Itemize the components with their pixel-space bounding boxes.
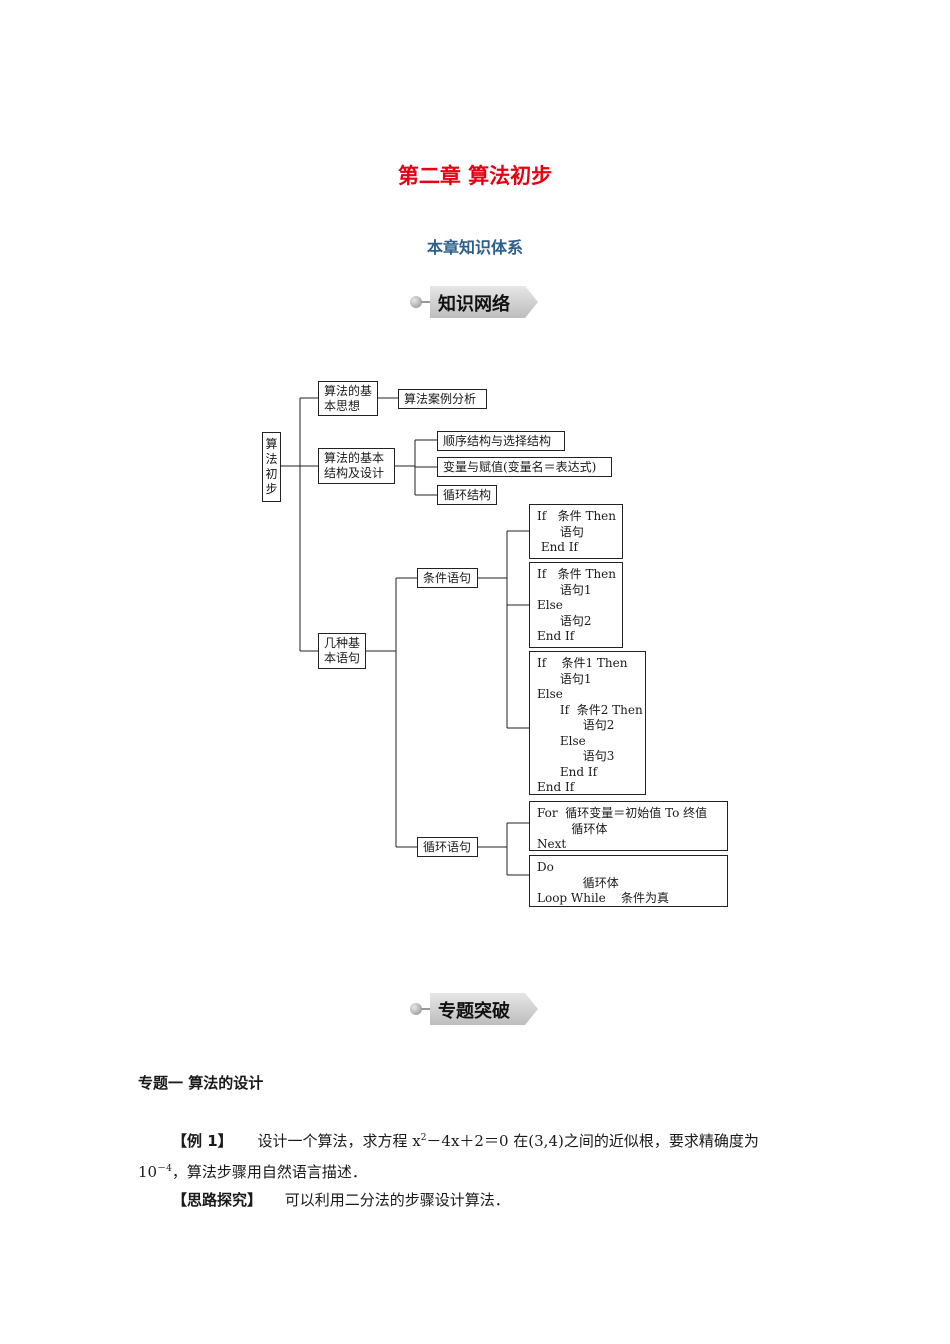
banner-tag-shape [430, 286, 538, 318]
exponent-precision: －4 [157, 1164, 172, 1174]
example-label: 【例 1】 [172, 1132, 233, 1150]
code-if-else: If 条件 Then 语句1 Else 语句2 End If [529, 562, 623, 648]
hint-text: 可以利用二分法的步骤设计算法． [284, 1191, 510, 1209]
example-text-a: 设计一个算法，求方程 x [257, 1132, 421, 1150]
code-do-loop: Do 循环体 Loop While 条件为真 [529, 855, 728, 907]
example-paragraph: 【例 1】 设计一个算法，求方程 x2－4x＋2＝0 在(3,4)之间的近似根，… [138, 1124, 818, 1186]
code-if-then: If 条件 Then 语句 End If [529, 504, 623, 559]
knowledge-network-banner: 知识网络 [410, 286, 540, 318]
diagram-root-node: 算法初步 [262, 432, 281, 502]
banner-dot-icon [410, 296, 422, 308]
banner-connector [421, 301, 431, 303]
exponent-two: 2 [420, 1133, 427, 1143]
banner-connector [421, 1008, 431, 1010]
node-loop-statement: 循环语句 [417, 837, 478, 857]
topic-breakthrough-banner: 专题突破 [410, 993, 540, 1025]
hint-label: 【思路探究】 [172, 1191, 263, 1209]
node-basic-idea: 算法的基 本思想 [318, 381, 378, 416]
node-seq-select: 顺序结构与选择结构 [437, 431, 565, 451]
code-nested-if: If 条件1 Then 语句1 Else If 条件2 Then 语句2 Els… [529, 651, 646, 795]
banner-tag-shape [430, 993, 538, 1025]
node-case-analysis: 算法案例分析 [398, 389, 487, 409]
node-structure-design: 算法的基本 结构及设计 [318, 448, 395, 484]
hint-paragraph: 【思路探究】 可以利用二分法的步骤设计算法． [138, 1186, 818, 1214]
node-basic-statements: 几种基 本语句 [318, 633, 366, 669]
example-text-c: 10 [138, 1163, 158, 1181]
node-cond-statement: 条件语句 [417, 568, 478, 588]
example-text-b: －4x＋2＝0 在(3,4)之间的近似根，要求精确度为 [426, 1132, 759, 1150]
banner-label: 知识网络 [438, 294, 510, 315]
section-title: 本章知识体系 [426, 238, 523, 257]
example-text-d: ，算法步骤用自然语言描述． [171, 1163, 367, 1181]
banner-dot-icon [410, 1003, 422, 1015]
topic-heading: 专题一 算法的设计 [138, 1074, 264, 1092]
node-assignment: 变量与赋值(变量名＝表达式) [437, 457, 612, 477]
node-loop-structure: 循环结构 [437, 485, 497, 505]
code-for-loop: For 循环变量＝初始值 To 终值 循环体 Next [529, 801, 728, 851]
banner-label: 专题突破 [438, 1001, 510, 1022]
chapter-title: 第二章 算法初步 [397, 164, 553, 188]
